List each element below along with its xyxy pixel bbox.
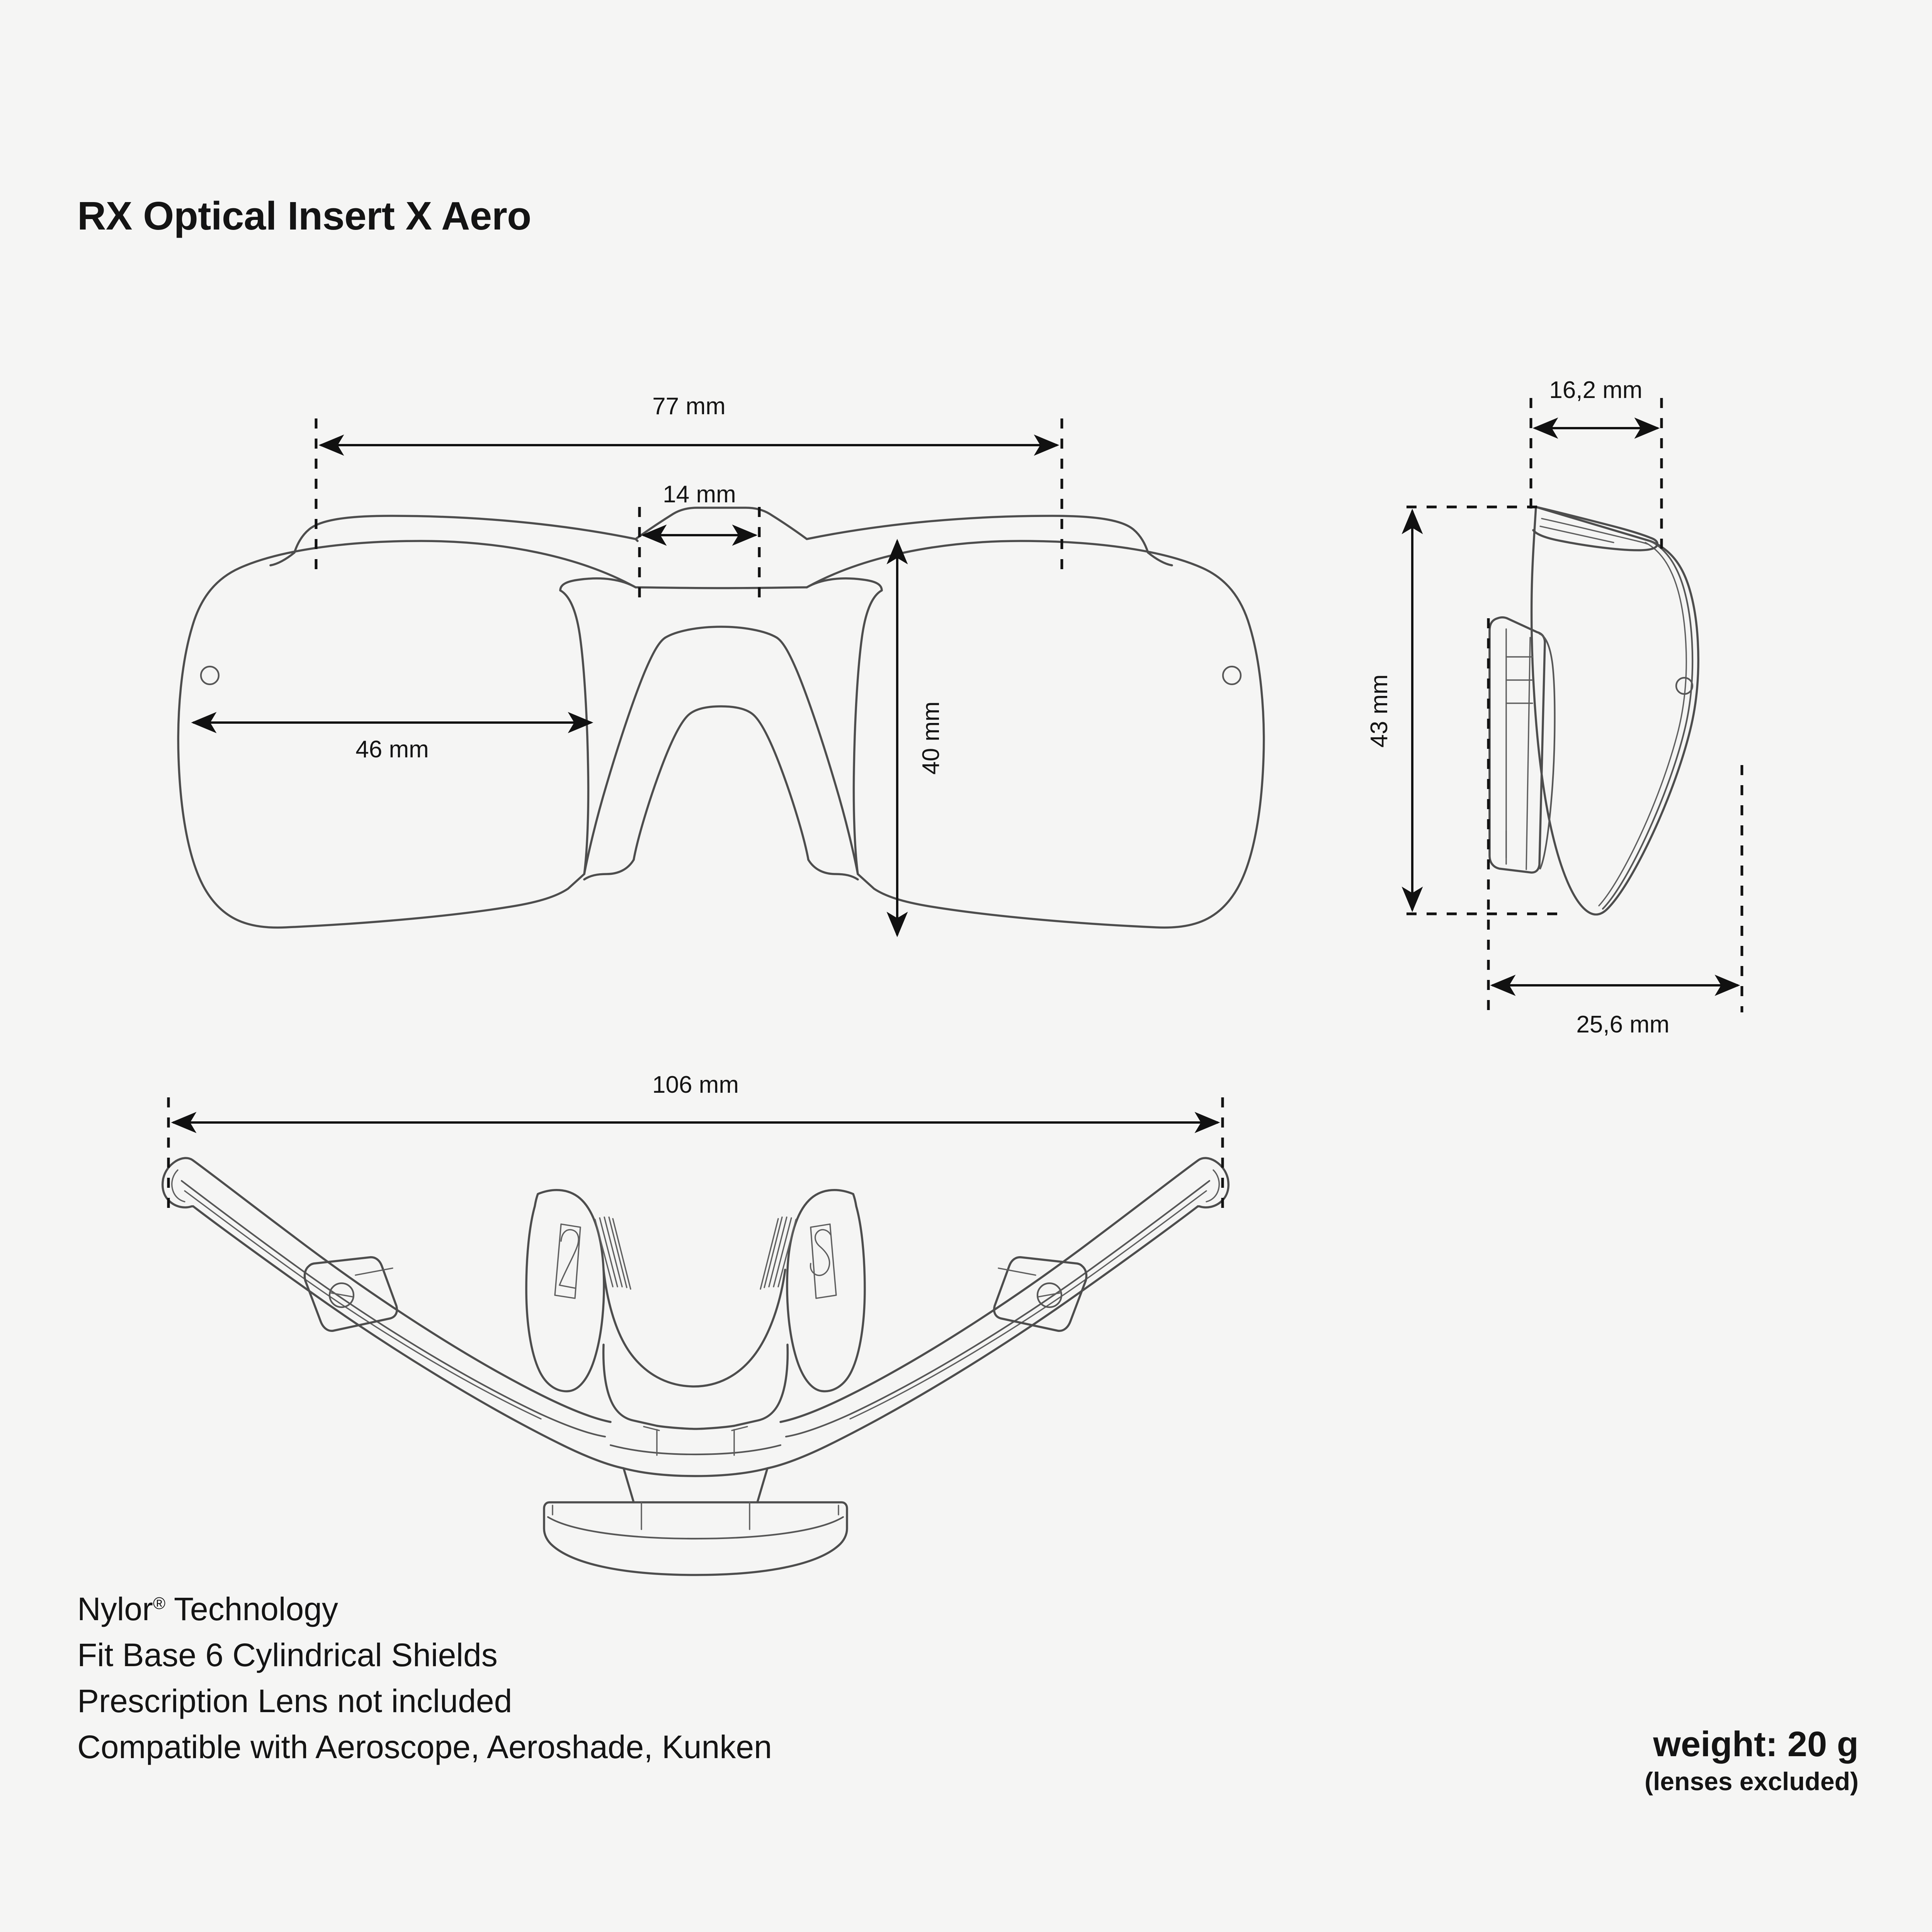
weight-block: weight: 20 g (lenses excluded) xyxy=(1645,1723,1859,1798)
top-right-rail-outer xyxy=(779,1157,1216,1423)
weight-value: weight: 20 g xyxy=(1653,1725,1859,1764)
front-view-dimensions: 77 mm 14 mm 46 mm 40 mm xyxy=(191,393,1063,937)
spec-technology-text: Technology xyxy=(165,1591,338,1627)
top-right-tip xyxy=(1197,1160,1230,1209)
top-right-rail-inner xyxy=(849,1190,1207,1420)
side-clip-bracket xyxy=(1488,616,1546,874)
top-left-rail-outer xyxy=(175,1157,612,1423)
front-right-brow xyxy=(806,515,1173,566)
front-bridge xyxy=(634,507,808,589)
side-lens-inner-1 xyxy=(1602,540,1694,910)
spec-nylor-text: Nylor xyxy=(77,1591,153,1627)
top-right-hinge xyxy=(993,1256,1088,1332)
side-view-dimensions: 16,2 mm 43 mm 25,6 mm xyxy=(1366,377,1743,1038)
top-left-tip xyxy=(162,1160,194,1209)
front-left-lens xyxy=(177,540,637,929)
dim-label-total-width: 77 mm xyxy=(652,393,725,420)
side-screw-hole xyxy=(1675,677,1694,695)
front-view-group xyxy=(177,507,1265,929)
weight-note: (lenses excluded) xyxy=(1645,1767,1859,1796)
spec-line-prescription: Prescription Lens not included xyxy=(77,1683,512,1719)
side-brow-inner xyxy=(1541,518,1648,545)
front-left-brow xyxy=(269,515,639,566)
top-centre-bridge xyxy=(602,1344,789,1477)
registered-trademark-icon: ® xyxy=(153,1594,166,1613)
dim-label-bridge-width: 14 mm xyxy=(663,481,736,508)
page-title: RX Optical Insert X Aero xyxy=(77,194,531,238)
side-brow xyxy=(1532,506,1658,551)
spec-line-technology: Nylor® Technology xyxy=(77,1586,772,1632)
side-brow-inner-2 xyxy=(1539,526,1614,543)
top-lower-clip xyxy=(543,1467,848,1576)
dim-label-lens-height: 40 mm xyxy=(918,701,944,774)
top-right-rail-mid xyxy=(785,1180,1211,1438)
top-nose-bowl xyxy=(602,1269,786,1388)
nose-pad-left-mark-box xyxy=(554,1223,581,1299)
spec-line-compatible: Compatible with Aeroscope, Aeroshade, Ku… xyxy=(77,1729,772,1765)
spec-list: Nylor® Technology Fit Base 6 Cylindrical… xyxy=(77,1586,772,1770)
front-right-lens xyxy=(806,540,1265,929)
side-lens-inner-2 xyxy=(1598,542,1687,906)
nose-pad-right-mark-s xyxy=(810,1229,832,1276)
spec-line-fit-base: Fit Base 6 Cylindrical Shields xyxy=(77,1637,498,1673)
top-nose-pad-right xyxy=(760,1189,866,1393)
side-view-group xyxy=(1488,506,1699,916)
dim-label-insert-depth-top: 16,2 mm xyxy=(1549,377,1642,403)
top-left-rail-bottom xyxy=(192,1205,625,1469)
top-right-rail-bottom xyxy=(766,1205,1199,1469)
top-left-rail-inner xyxy=(184,1190,542,1420)
front-nose-piece xyxy=(583,626,859,881)
top-view-group xyxy=(162,1157,1230,1576)
dim-label-lens-width: 46 mm xyxy=(355,736,429,763)
side-lens-outer xyxy=(1530,506,1699,916)
nose-pad-right-mark-box xyxy=(810,1223,837,1299)
top-view-dimensions: 106 mm xyxy=(167,1071,1224,1216)
dim-label-insert-depth: 25,6 mm xyxy=(1576,1011,1669,1038)
dim-label-frame-span: 106 mm xyxy=(652,1071,739,1098)
nose-pad-left-mark-2 xyxy=(559,1229,579,1289)
dim-label-insert-height: 43 mm xyxy=(1366,674,1393,747)
top-left-rail-mid xyxy=(180,1180,606,1438)
top-nose-pad-left xyxy=(525,1189,631,1393)
top-left-hinge xyxy=(303,1256,398,1332)
side-web xyxy=(1538,633,1556,870)
